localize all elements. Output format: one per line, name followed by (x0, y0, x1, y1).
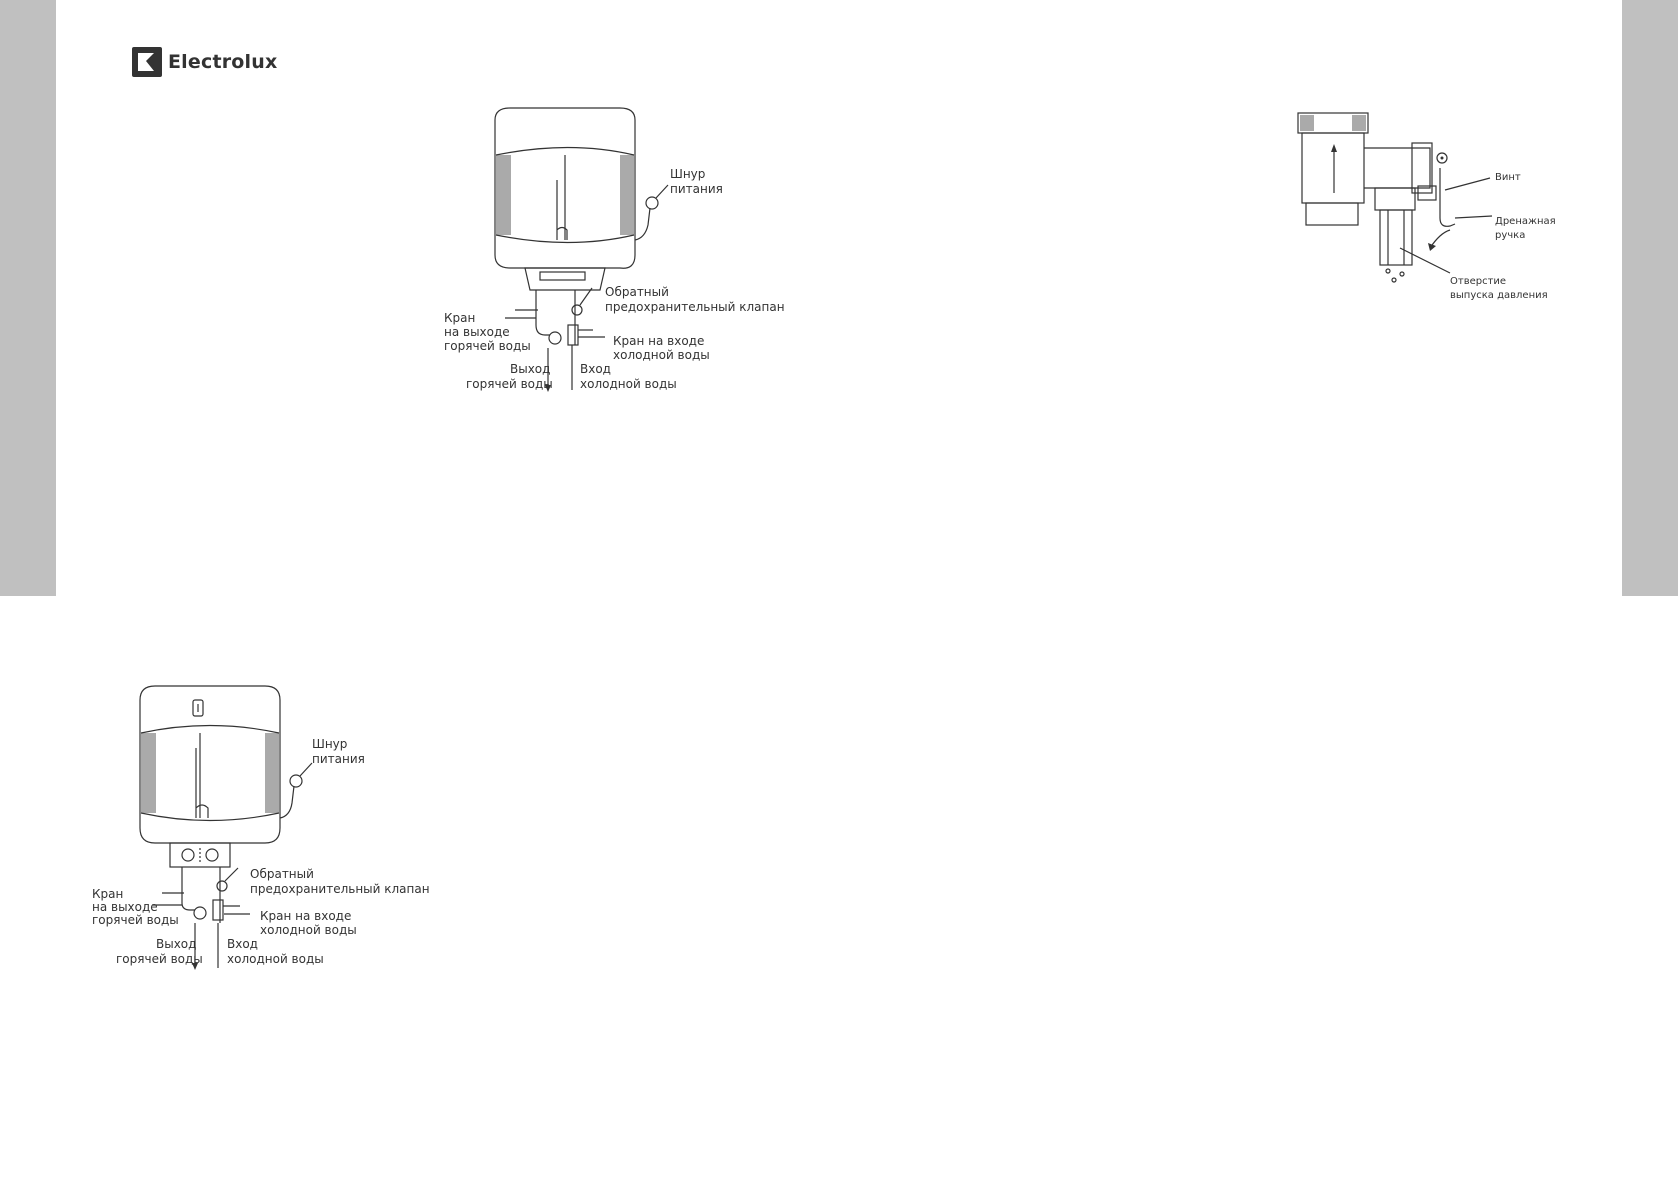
label-cold-in-1: Вход (580, 362, 611, 376)
svg-text:Выход: Выход (510, 362, 550, 376)
svg-text:холодной воды: холодной воды (227, 952, 324, 966)
label-check-valve-2: предохранительный клапан (605, 300, 785, 314)
svg-text:холодной воды: холодной воды (260, 923, 357, 937)
left-gutter (0, 0, 56, 596)
svg-text:предохранительный клапан: предохранительный клапан (250, 882, 430, 896)
svg-text:холодной воды: холодной воды (580, 377, 677, 391)
svg-text:Отверстие: Отверстие (1450, 276, 1506, 287)
water-heater-diagram-top: Шнур питания Обратный предохранительный … (444, 107, 785, 392)
label-check-valve-1: Обратный (605, 285, 669, 299)
label-hot-tap-1: Кран (444, 311, 475, 325)
svg-text:холодной воды: холодной воды (613, 348, 710, 362)
svg-text:Кран на входе: Кран на входе (613, 334, 704, 348)
svg-text:Обратный: Обратный (605, 285, 669, 299)
svg-text:Вход: Вход (580, 362, 611, 376)
label-power-cord-1: Шнур (312, 737, 347, 751)
label-hot-tap-2: на выходе (444, 325, 510, 339)
label-cold-tap-2: холодной воды (613, 348, 710, 362)
label-cold-in-2: холодной воды (580, 377, 677, 391)
right-gutter (1622, 0, 1678, 596)
svg-text:Дренажная: Дренажная (1495, 216, 1556, 227)
brand-name: Electrolux (168, 51, 278, 73)
label-hot-out-2: горячей воды (466, 377, 553, 391)
label-hot-out-1: Выход (510, 362, 550, 376)
svg-text:горячей воды: горячей воды (466, 377, 553, 391)
svg-text:Выход: Выход (156, 937, 196, 951)
svg-text:на выходе: на выходе (444, 325, 510, 339)
svg-text:Кран: Кран (444, 311, 475, 325)
label-cold-in-2: холодной воды (227, 952, 324, 966)
label-check-valve-1: Обратный (250, 867, 314, 881)
label-pressure-hole-1: Отверстие (1450, 276, 1506, 287)
label-drain-handle-2: ручка (1495, 230, 1525, 241)
label-cold-tap-1: Кран на входе (260, 909, 351, 923)
label-hot-tap-3: горячей воды (92, 913, 179, 927)
svg-text:на выходе: на выходе (92, 900, 158, 914)
svg-text:ручка: ручка (1495, 230, 1525, 241)
label-hot-tap-2: на выходе (92, 900, 158, 914)
label-pressure-hole-2: выпуска давления (1450, 290, 1548, 301)
brand-logo: Electrolux (132, 47, 277, 77)
svg-text:Вход: Вход (227, 937, 258, 951)
label-power-cord-1: Шнур (670, 167, 705, 181)
svg-text:предохранительный клапан: предохранительный клапан (605, 300, 785, 314)
label-cold-tap-2: холодной воды (260, 923, 357, 937)
svg-text:выпуска давления: выпуска давления (1450, 290, 1548, 301)
label-check-valve-2: предохранительный клапан (250, 882, 430, 896)
svg-text:горячей воды: горячей воды (116, 952, 203, 966)
label-power-cord-2: питания (312, 752, 365, 766)
svg-text:Кран на входе: Кран на входе (260, 909, 351, 923)
svg-text:Кран: Кран (92, 887, 123, 901)
safety-valve-diagram: Винт Дренажная ручка Отверстие выпуска д… (1297, 112, 1556, 301)
label-screw: Винт (1495, 172, 1521, 183)
water-heater-diagram-bottom: Шнур питания Обратный предохранительный … (92, 685, 430, 970)
svg-text:Обратный: Обратный (250, 867, 314, 881)
svg-text:горячей воды: горячей воды (444, 339, 531, 353)
label-drain-handle-1: Дренажная (1495, 216, 1556, 227)
label-cold-in-1: Вход (227, 937, 258, 951)
label-cold-tap-1: Кран на входе (613, 334, 704, 348)
label-hot-out-2: горячей воды (116, 952, 203, 966)
indicator-icon (192, 699, 204, 717)
tank-shade-left (496, 155, 511, 235)
heating-element (556, 180, 568, 240)
svg-text:Шнур: Шнур (312, 737, 347, 751)
tank-shade-right (620, 155, 634, 235)
label-hot-tap-1: Кран (92, 887, 123, 901)
svg-text:Шнур: Шнур (670, 167, 705, 181)
label-hot-tap-3: горячей воды (444, 339, 531, 353)
label-hot-out-1: Выход (156, 937, 196, 951)
svg-text:горячей воды: горячей воды (92, 913, 179, 927)
electrolux-logo-icon (132, 47, 162, 77)
label-power-cord-2: питания (670, 182, 723, 196)
svg-text:питания: питания (670, 182, 723, 196)
svg-text:питания: питания (312, 752, 365, 766)
svg-text:Винт: Винт (1495, 172, 1521, 183)
